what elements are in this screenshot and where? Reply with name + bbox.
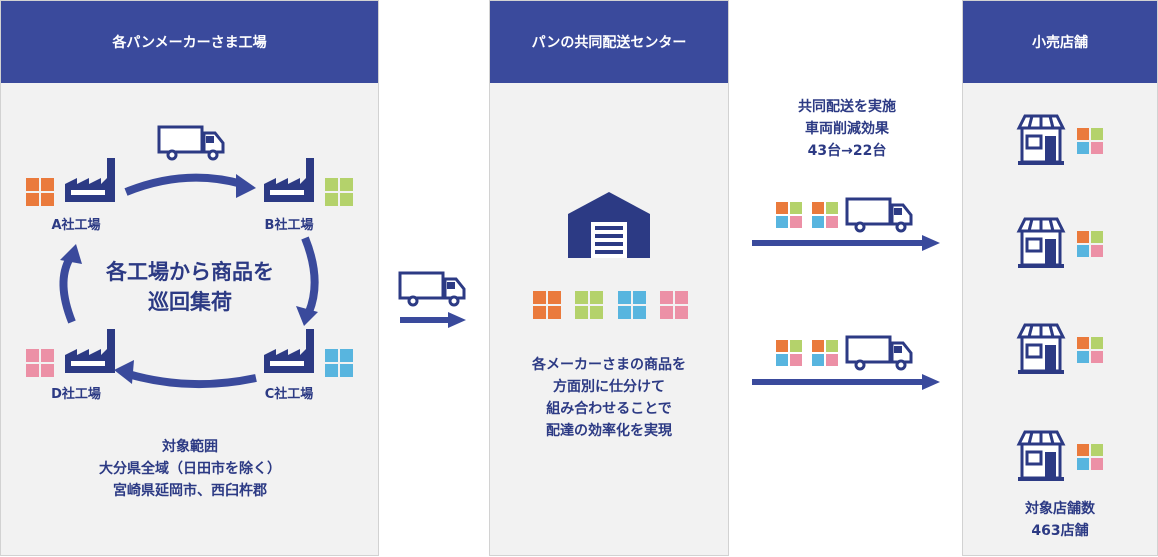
- factories-header: 各パンメーカーさま工場: [1, 1, 378, 83]
- loop-title-line1: 各工場から商品を: [106, 260, 274, 284]
- product-squares-mixed: [776, 340, 802, 366]
- product-squares-mixed: [1077, 444, 1103, 470]
- center-panel: パンの共同配送センター: [489, 0, 729, 556]
- product-squares-pink: [660, 291, 688, 319]
- arrow-icon: [752, 374, 940, 390]
- center-desc-line4: 配達の効率化を実現: [546, 423, 672, 439]
- scope-line1: 対象範囲: [162, 439, 218, 455]
- scope-line3: 宮崎県延岡市、西臼杵郡: [113, 483, 267, 499]
- truck-icon: [845, 335, 913, 371]
- product-squares-green: [325, 178, 353, 206]
- store-icon: [1016, 323, 1066, 374]
- factory-icon: [65, 158, 115, 202]
- retail-header: 小売店舗: [963, 1, 1157, 83]
- factory-d-label: D社工場: [51, 387, 101, 402]
- product-squares-mixed: [812, 340, 838, 366]
- product-squares-mixed: [1077, 128, 1103, 154]
- arrow-icon: [400, 312, 466, 328]
- product-squares-mixed: [1077, 231, 1103, 257]
- store-icon: [1016, 114, 1066, 165]
- truck-icon: [845, 197, 913, 233]
- product-squares-mixed: [812, 202, 838, 228]
- delivery-line1: 共同配送を実施: [798, 99, 896, 115]
- store-icon: [1016, 217, 1066, 268]
- product-squares-orange: [533, 291, 561, 319]
- factory-c-label: C社工場: [264, 387, 314, 402]
- retail-count-line1: 対象店舗数: [1025, 501, 1095, 517]
- product-squares-pink: [26, 349, 54, 377]
- delivery-line3: 43台→22台: [807, 143, 887, 159]
- product-squares-orange: [26, 178, 54, 206]
- arrow-icon: [752, 235, 940, 251]
- truck-icon: [398, 271, 466, 307]
- warehouse-icon: [568, 192, 650, 258]
- loop-title-line2: 巡回集荷: [148, 290, 232, 314]
- truck-icon: [157, 125, 225, 161]
- center-header: パンの共同配送センター: [490, 1, 728, 83]
- product-squares-mixed: [1077, 337, 1103, 363]
- retail-count-line2: 463店舗: [1031, 523, 1089, 539]
- product-squares-blue: [618, 291, 646, 319]
- product-squares-mixed: [776, 202, 802, 228]
- product-squares-green: [575, 291, 603, 319]
- delivery-line2: 車両削減効果: [805, 121, 889, 137]
- factory-icon: [264, 158, 314, 202]
- loop-arrows: [59, 173, 319, 389]
- center-desc-line2: 方面別に仕分けて: [553, 379, 665, 395]
- center-desc-line1: 各メーカーさまの商品を: [532, 357, 686, 373]
- factory-a-label: A社工場: [51, 218, 101, 233]
- factory-b-label: B社工場: [264, 218, 314, 233]
- product-squares-blue: [325, 349, 353, 377]
- center-desc-line3: 組み合わせることで: [546, 401, 672, 417]
- scope-line2: 大分県全域（日田市を除く）: [99, 461, 281, 477]
- store-icon: [1016, 430, 1066, 481]
- factory-icon: [65, 329, 115, 373]
- factory-icon: [264, 329, 314, 373]
